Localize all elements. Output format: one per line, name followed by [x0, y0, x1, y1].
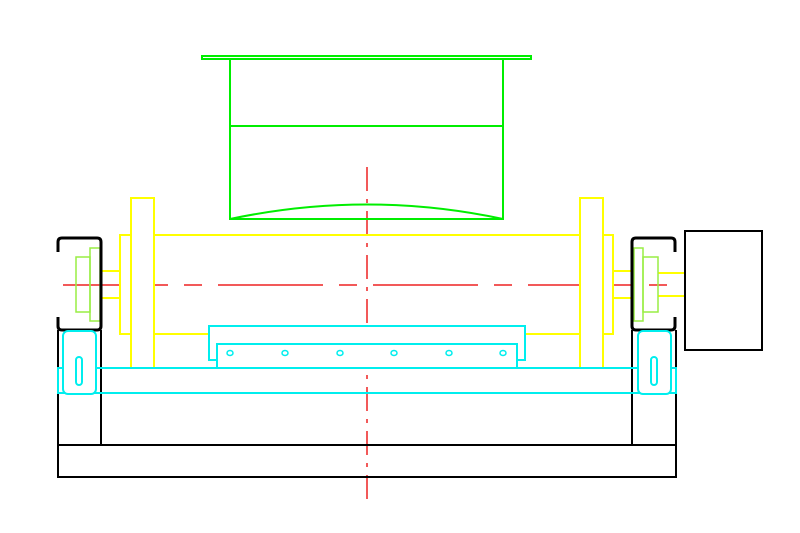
left-flange — [119, 234, 132, 335]
chute-body — [229, 58, 504, 220]
bearings — [75, 247, 659, 322]
bolt-hole-icon — [445, 349, 453, 357]
support — [57, 325, 677, 395]
right-slot — [650, 356, 658, 386]
left-channel — [56, 236, 103, 332]
chute-arc — [229, 203, 504, 220]
right-bearing-inner — [633, 247, 644, 322]
left-end-disc — [130, 197, 155, 369]
left-slot — [75, 356, 83, 386]
bolt-hole-icon — [499, 349, 507, 357]
base-frame — [57, 444, 677, 478]
right-end-disc — [579, 197, 604, 369]
left-end-bracket — [62, 330, 97, 395]
bolt-hole-icon — [226, 349, 234, 357]
bolt-hole-icon — [336, 349, 344, 357]
motor-box — [684, 230, 763, 351]
bolt-hole-icon — [281, 349, 289, 357]
chute — [201, 55, 532, 220]
bolt-holes — [226, 349, 507, 357]
right-end-bracket — [637, 330, 672, 395]
right-bearing-outer — [642, 256, 659, 313]
left-bearing-outer — [75, 256, 91, 313]
bolt-hole-icon — [390, 349, 398, 357]
right-channel — [630, 236, 677, 332]
center-bracket-inner — [216, 343, 518, 369]
right-flange — [602, 234, 614, 335]
